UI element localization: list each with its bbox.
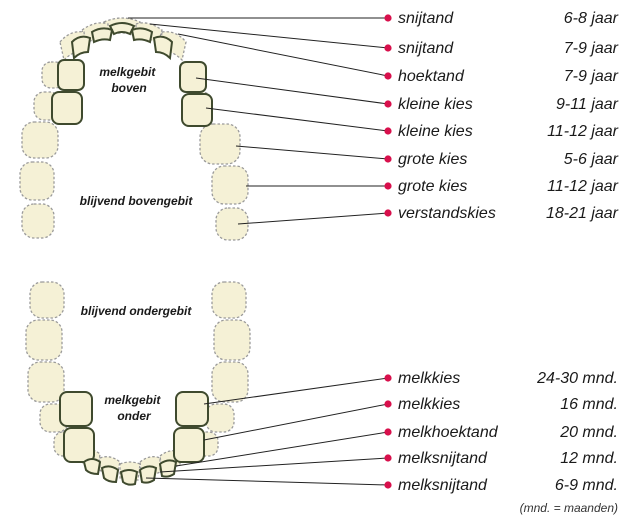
upper-leader-dot [384, 127, 391, 134]
upper-leader-dot [384, 44, 391, 51]
upper-tooth-name: snijtand [398, 10, 454, 27]
deciduous-tooth [154, 37, 172, 58]
upper-leader-dot [384, 155, 391, 162]
upper-eruption-age: 9-11 jaar [556, 96, 619, 113]
lower-eruption-age: 16 mnd. [560, 396, 618, 413]
lower-deciduous-label: melkgebit onder [104, 393, 163, 423]
upper-leader-line [236, 146, 388, 159]
deciduous-tooth [92, 28, 112, 42]
permanent-tooth [28, 362, 64, 402]
permanent-tooth [200, 124, 240, 164]
upper-eruption-age: 6-8 jaar [564, 10, 619, 27]
upper-leader-dot [384, 182, 391, 189]
upper-eruption-age: 7-9 jaar [564, 40, 619, 57]
deciduous-tooth [132, 28, 152, 42]
upper-leader-line [178, 34, 388, 76]
deciduous-tooth [121, 470, 137, 485]
permanent-tooth [212, 166, 248, 204]
upper-eruption-age: 11-12 jaar [547, 178, 619, 195]
deciduous-tooth [52, 92, 82, 124]
permanent-tooth [212, 282, 246, 318]
upper-tooth-name: grote kies [398, 178, 467, 195]
deciduous-tooth [72, 37, 90, 58]
lower-leader-dot [384, 454, 391, 461]
upper-tooth-name: kleine kies [398, 96, 473, 113]
deciduous-tooth [182, 94, 212, 126]
deciduous-tooth [58, 60, 84, 90]
lower-jaw: blijvend ondergebit melkgebit onder [26, 282, 250, 485]
deciduous-tooth [160, 460, 176, 476]
upper-leader-dot [384, 14, 391, 21]
permanent-tooth [22, 122, 58, 158]
lower-tooth-name: melkkies [398, 396, 460, 413]
lower-leader-line [146, 478, 388, 485]
upper-leader-dot [384, 100, 391, 107]
deciduous-tooth [176, 392, 208, 426]
lower-tooth-name: melksnijtand [398, 450, 488, 467]
upper-leader-dot [384, 209, 391, 216]
upper-tooth-name: snijtand [398, 40, 454, 57]
lower-tooth-name: melkhoektand [398, 424, 499, 441]
upper-tooth-name: hoektand [398, 68, 465, 85]
lower-permanent-label: blijvend ondergebit [81, 304, 193, 318]
deciduous-tooth [110, 23, 134, 34]
upper-eruption-age: 5-6 jaar [564, 151, 619, 168]
permanent-tooth [214, 320, 250, 360]
upper-deciduous-label: melkgebit boven [99, 65, 158, 95]
lower-leader-dot [384, 400, 391, 407]
lower-leader-dot [384, 481, 391, 488]
deciduous-tooth [60, 392, 92, 426]
deciduous-tooth [64, 428, 94, 462]
upper-tooth-name: verstandskies [398, 205, 496, 222]
upper-eruption-age: 7-9 jaar [564, 68, 619, 85]
lower-eruption-age: 12 mnd. [560, 450, 618, 467]
footnote: (mnd. = maanden) [520, 501, 618, 515]
deciduous-tooth [140, 466, 156, 482]
deciduous-tooth [102, 466, 118, 482]
upper-leader-line [196, 78, 388, 104]
lower-eruption-age: 24-30 mnd. [536, 370, 618, 387]
upper-jaw: melkgebit boven blijvend bovengebit [20, 18, 248, 240]
lower-eruption-age: 6-9 mnd. [555, 477, 618, 494]
deciduous-tooth [174, 428, 204, 462]
upper-leader-dot [384, 72, 391, 79]
lower-eruption-age: 20 mnd. [559, 424, 618, 441]
upper-eruption-age: 11-12 jaar [547, 123, 619, 140]
upper-leader-line [238, 213, 388, 224]
lower-leader-dot [384, 428, 391, 435]
permanent-tooth [20, 162, 54, 200]
upper-tooth-name: grote kies [398, 151, 467, 168]
deciduous-tooth [180, 62, 206, 92]
lower-tooth-name: melkkies [398, 370, 460, 387]
permanent-tooth [206, 404, 234, 432]
permanent-tooth [22, 204, 54, 238]
lower-leader-dot [384, 374, 391, 381]
upper-tooth-name: kleine kies [398, 123, 473, 140]
permanent-tooth [30, 282, 64, 318]
upper-eruption-age: 18-21 jaar [546, 205, 619, 222]
permanent-tooth [26, 320, 62, 360]
permanent-tooth [212, 362, 248, 402]
deciduous-tooth [84, 459, 100, 474]
lower-tooth-name: melksnijtand [398, 477, 488, 494]
upper-permanent-label: blijvend bovengebit [80, 194, 194, 208]
